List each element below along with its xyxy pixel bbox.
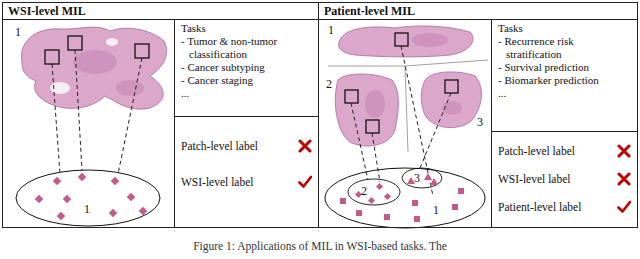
panel-title: WSI-level MIL <box>3 3 318 19</box>
task-item: - Recurrence risk stratification <box>498 35 632 61</box>
label-row: Patient-level label <box>498 200 631 214</box>
label-availability-box: Patch-level labelWSI-level label <box>174 117 318 227</box>
label-row: WSI-level label <box>498 172 631 186</box>
callout-number: 3 <box>413 172 421 185</box>
patient-slides <box>325 26 488 228</box>
label-type: Patch-level label <box>181 139 258 153</box>
task-item: ... <box>181 87 313 100</box>
callout-number: 1 <box>14 26 22 39</box>
cross-mark <box>617 144 631 158</box>
panel-title: Patient-level MIL <box>319 3 637 19</box>
panel-header: Patient-level MIL <box>319 3 637 20</box>
label-availability-box: Patch-level labelWSI-level labelPatient-… <box>491 132 637 227</box>
label-row: Patch-level label <box>498 144 631 158</box>
task-list-box: Tasks- Recurrence risk stratification- S… <box>491 19 637 132</box>
label-row: Patch-level label <box>181 139 312 153</box>
callout-number: 1 <box>432 204 440 217</box>
callout-number: 3 <box>476 116 484 129</box>
label-type: WSI-level label <box>181 175 253 189</box>
task-item: - Survival prediction <box>498 61 632 74</box>
label-type: WSI-level label <box>498 172 570 186</box>
label-row: WSI-level label <box>181 175 312 189</box>
check-mark <box>298 175 312 189</box>
cross-mark <box>298 139 312 153</box>
label-type: Patient-level label <box>498 200 581 214</box>
tissue-slide <box>16 27 167 226</box>
check-mark <box>617 200 631 214</box>
task-heading: Tasks <box>181 22 313 35</box>
callout-number: 1 <box>83 203 91 216</box>
label-type: Patch-level label <box>498 144 575 158</box>
task-item: - Biomarker prediction <box>498 74 632 87</box>
cross-mark <box>617 172 631 186</box>
task-heading: Tasks <box>498 22 632 35</box>
panel-header: WSI-level MIL <box>3 3 318 20</box>
task-item: - Cancer staging <box>181 74 313 87</box>
task-item: ... <box>498 87 632 100</box>
task-item: - Cancer subtyping <box>181 61 313 74</box>
callout-number: 2 <box>325 78 333 91</box>
callout-number: 2 <box>360 185 368 198</box>
mil-panel: WSI-level MILTasks- Tumor & non-tumor cl… <box>2 2 319 228</box>
figure-caption: Figure 1: Applications of MIL in WSI-bas… <box>0 239 640 253</box>
task-item: - Tumor & non-tumor classification <box>181 35 313 61</box>
callout-number: 1 <box>327 24 335 37</box>
task-list-box: Tasks- Tumor & non-tumor classification-… <box>174 19 318 117</box>
